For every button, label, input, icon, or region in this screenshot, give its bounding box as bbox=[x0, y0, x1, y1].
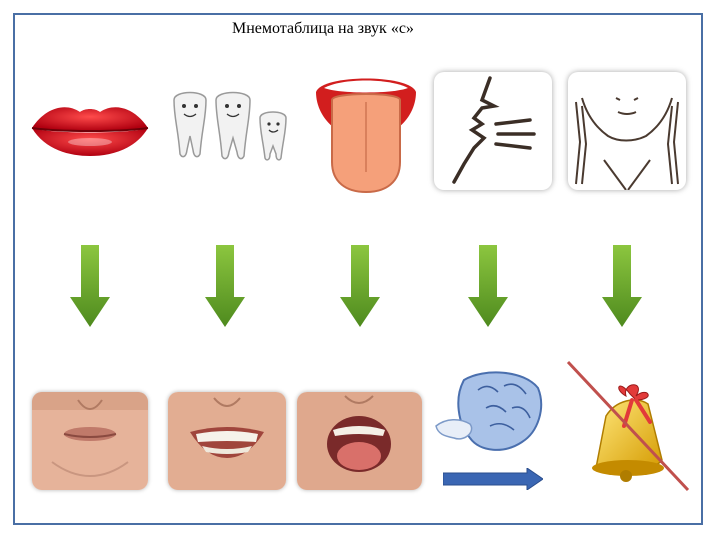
open-mouth-tongue-photo bbox=[297, 392, 422, 490]
arrow-right-icon bbox=[443, 468, 543, 490]
arrow-down-icon-5 bbox=[602, 245, 642, 327]
arrow-down-icon-1 bbox=[70, 245, 110, 327]
arrow-down-icon-3 bbox=[340, 245, 380, 327]
crossed-bell-icon bbox=[566, 360, 692, 492]
neck-no-voice-icon bbox=[568, 72, 686, 190]
teeth-icon bbox=[168, 88, 293, 163]
slide-frame bbox=[13, 13, 703, 525]
tongue-icon bbox=[312, 72, 420, 194]
lips-icon bbox=[30, 98, 150, 158]
closed-smile-photo bbox=[32, 392, 148, 490]
teeth-smile-photo bbox=[168, 392, 286, 490]
air-stream-profile-icon bbox=[434, 72, 552, 190]
arrow-down-icon-2 bbox=[205, 245, 245, 327]
arrow-down-icon-4 bbox=[468, 245, 508, 327]
wind-blowing-icon bbox=[434, 368, 546, 460]
slide-title: Мнемотаблица на звук «с» bbox=[232, 20, 414, 37]
